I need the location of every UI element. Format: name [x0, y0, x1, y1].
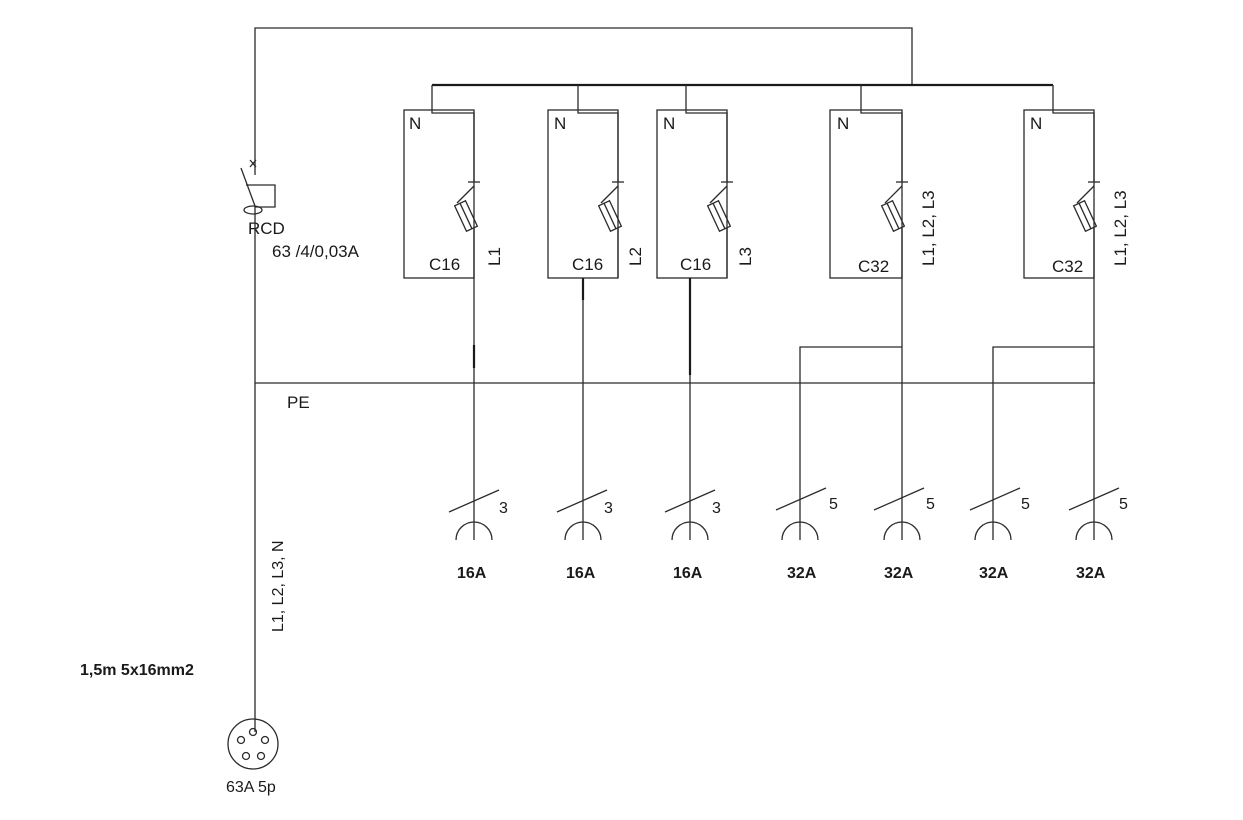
- breaker-2-phase: L2: [626, 247, 645, 266]
- rcd-symbol: [240, 159, 276, 215]
- rcd-label: RCD: [248, 219, 285, 238]
- socket-6-poles: 5: [1021, 496, 1030, 513]
- breaker-5: [992, 109, 1100, 540]
- breaker-5-n: N: [1030, 114, 1042, 133]
- socket-7-poles: 5: [1119, 496, 1128, 513]
- socket-1-poles: 3: [499, 500, 508, 517]
- socket-5: [873, 487, 925, 541]
- socket-5-poles: 5: [926, 496, 935, 513]
- socket-2-poles: 3: [604, 500, 613, 517]
- socket-5-rating: 32A: [884, 565, 914, 582]
- socket-1: [448, 489, 500, 541]
- socket-7: [1068, 487, 1120, 541]
- socket-6-rating: 32A: [979, 565, 1009, 582]
- plug-label: 63A 5p: [226, 779, 276, 796]
- socket-4-rating: 32A: [787, 565, 817, 582]
- socket-6: [969, 487, 1021, 541]
- feed-cable: 1,5m 5x16mm2: [80, 662, 194, 679]
- breaker-2-n: N: [554, 114, 566, 133]
- breaker-5-rating: C32: [1052, 257, 1083, 276]
- socket-3-rating: 16A: [673, 565, 703, 582]
- rcd-rating: 63 /4/0,03A: [272, 242, 360, 261]
- breaker-1-n: N: [409, 114, 421, 133]
- socket-2-rating: 16A: [566, 565, 596, 582]
- breaker-2-rating: C16: [572, 255, 603, 274]
- pe-label: PE: [287, 393, 310, 412]
- breaker-1-rating: C16: [429, 255, 460, 274]
- breaker-3: [656, 109, 733, 540]
- socket-4: [775, 487, 827, 541]
- breaker-4-rating: C32: [858, 257, 889, 276]
- breaker-5-phase: L1, L2, L3: [1111, 190, 1130, 266]
- socket-2: [556, 489, 608, 541]
- breaker-1: [403, 109, 480, 540]
- socket-3: [664, 489, 716, 541]
- socket-3-poles: 3: [712, 500, 721, 517]
- breaker-3-phase: L3: [736, 247, 755, 266]
- plug-63a-5p-icon: [227, 718, 279, 770]
- socket-1-rating: 16A: [457, 565, 487, 582]
- socket-7-rating: 32A: [1076, 565, 1106, 582]
- rcd-top-feed-line: [254, 27, 913, 175]
- breaker-4-n: N: [837, 114, 849, 133]
- breaker-4: [799, 109, 908, 540]
- feed-phases: L1, L2, L3, N: [270, 540, 287, 632]
- breaker-2: [547, 109, 624, 540]
- breaker-1-phase: L1: [485, 247, 504, 266]
- breaker-3-n: N: [663, 114, 675, 133]
- breaker-4-phase: L1, L2, L3: [919, 190, 938, 266]
- socket-4-poles: 5: [829, 496, 838, 513]
- breaker-3-rating: C16: [680, 255, 711, 274]
